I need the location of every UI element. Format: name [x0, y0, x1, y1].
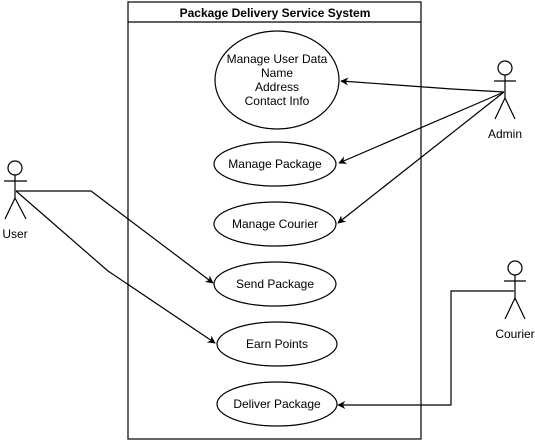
- associations: [15, 77, 514, 409]
- use-case-deliver-package: Deliver Package: [216, 381, 338, 427]
- use-case-label: Manage User Data: [227, 52, 328, 66]
- use-case-label: Deliver Package: [233, 397, 321, 411]
- system-title: Package Delivery Service System: [180, 6, 371, 20]
- stick-figure-icon: [504, 260, 526, 320]
- use-case-ellipse: [213, 141, 337, 187]
- use-case-label: Manage Courier: [232, 217, 318, 231]
- use-case-send-package: Send Package: [213, 261, 337, 307]
- use-case-ellipse: [214, 30, 340, 130]
- use-case-earn-points: Earn Points: [216, 321, 338, 367]
- actor-admin: Admin: [488, 60, 522, 141]
- edge-user-send-package: [16, 190, 214, 284]
- edge-admin-manage-package: [338, 91, 505, 164]
- edge-admin-manage-courier: [337, 91, 505, 224]
- use-case-detail-name: Name: [261, 66, 293, 80]
- actor-label: Admin: [488, 127, 522, 141]
- use-case-ellipse: [213, 201, 337, 247]
- use-case-ellipse: [216, 381, 338, 427]
- actor-label: User: [2, 227, 27, 241]
- stick-figure-icon: [4, 160, 27, 220]
- edge-user-earn-points: [15, 190, 216, 344]
- use-case-label: Earn Points: [246, 337, 308, 351]
- actor-courier: Courier: [495, 260, 535, 341]
- edge-courier-deliver-package: [337, 290, 514, 409]
- use-case-label: Manage Package: [228, 157, 322, 171]
- use-case-manage-courier: Manage Courier: [213, 201, 337, 247]
- use-case-manage-package: Manage Package: [213, 141, 337, 187]
- use-case-label: Send Package: [236, 277, 314, 291]
- actor-user: User: [2, 160, 28, 241]
- stick-figure-icon: [494, 60, 516, 120]
- use-case-ellipse: [213, 261, 337, 307]
- use-case-manage-user-data: Manage User Data Name Address Contact In…: [214, 30, 340, 130]
- use-case-ellipse: [216, 321, 338, 367]
- edge-admin-manage-user-data: [340, 77, 505, 93]
- use-case-detail-contact: Contact Info: [245, 94, 310, 108]
- actor-label: Courier: [495, 327, 534, 341]
- use-case-detail-address: Address: [255, 80, 299, 94]
